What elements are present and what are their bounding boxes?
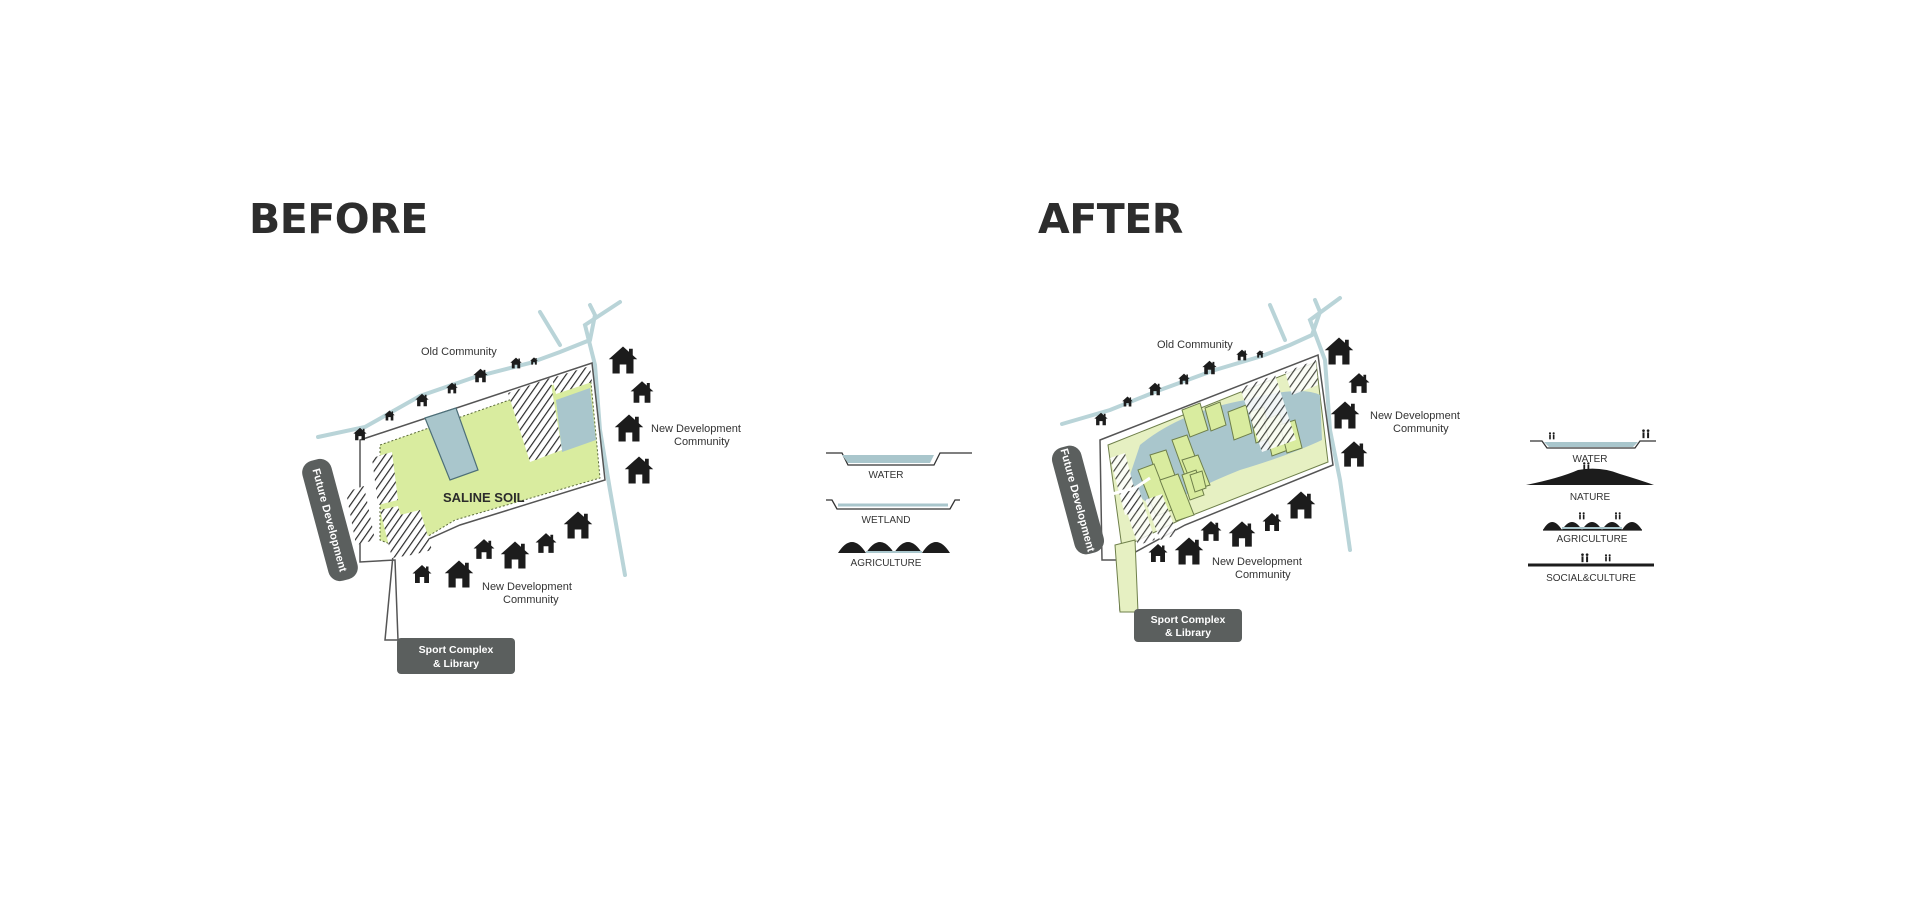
old-community-label: Old Community	[421, 346, 497, 358]
after-map: Old Community New Development Community …	[1051, 296, 1460, 642]
roads	[316, 300, 627, 577]
house-icon	[535, 533, 557, 553]
sport-complex-label: & Library	[433, 658, 479, 670]
house-icon	[1330, 401, 1360, 429]
agriculture-hatch	[1240, 375, 1296, 452]
sport-complex-label: Sport Complex	[419, 644, 494, 656]
house-icon	[1340, 441, 1368, 467]
before-heading: BEFORE	[249, 195, 428, 243]
agriculture-hatch	[400, 510, 432, 555]
before-map: Old Community New Development Community …	[302, 300, 741, 674]
legend-nature-label: NATURE	[1570, 492, 1611, 503]
people-icon	[1578, 512, 1585, 520]
house-icon	[563, 511, 593, 539]
house-icon	[444, 560, 474, 588]
legend-water-label: WATER	[869, 470, 904, 481]
house-icon	[1324, 337, 1354, 365]
house-icon	[1286, 491, 1316, 519]
legend-agriculture-label: AGRICULTURE	[851, 558, 922, 569]
legend-wetland-label: WETLAND	[862, 515, 911, 526]
new-development-east-label: Community	[674, 436, 730, 448]
house-icon	[1348, 373, 1370, 393]
future-development-badge: Future Development	[1051, 445, 1105, 555]
before-legend: WATER WETLAND AGRICULTURE	[826, 452, 972, 569]
legend-water-label: WATER	[1573, 454, 1608, 465]
house-icon	[473, 539, 495, 559]
people-icon	[1614, 512, 1621, 520]
agriculture-hatch	[380, 506, 412, 558]
new-development-south-label: Community	[1235, 569, 1291, 581]
pond	[556, 388, 596, 452]
new-development-east-label: Community	[1393, 423, 1449, 435]
people-icon	[1642, 429, 1650, 439]
sport-complex-label: Sport Complex	[1151, 614, 1226, 626]
agriculture-hatch	[552, 366, 592, 394]
legend-agriculture-label: AGRICULTURE	[1557, 534, 1628, 545]
sport-complex-badge: Sport Complex & Library	[397, 638, 515, 674]
house-icon	[1200, 521, 1222, 541]
saline-soil-label: SALINE SOIL	[443, 490, 525, 505]
new-development-east-label: New Development	[651, 423, 741, 435]
sport-complex-badge: Sport Complex & Library	[1134, 609, 1242, 642]
house-icon	[1148, 544, 1168, 562]
agriculture-hatch	[346, 486, 375, 545]
agriculture-hatch	[1120, 486, 1155, 545]
water-basin	[424, 407, 479, 481]
new-development-east-label: New Development	[1370, 410, 1460, 422]
house-icon	[608, 346, 638, 374]
house-icon	[1174, 537, 1204, 565]
sport-complex-label: & Library	[1165, 627, 1211, 639]
agriculture-hatch	[1285, 360, 1318, 395]
new-development-south-label: Community	[503, 594, 559, 606]
legend-social-culture-label: SOCIAL&CULTURE	[1546, 573, 1636, 584]
after-heading: AFTER	[1038, 195, 1183, 243]
house-icon	[500, 541, 530, 569]
old-community-label: Old Community	[1157, 339, 1233, 351]
people-icon	[1548, 432, 1555, 440]
agriculture-hatch	[372, 452, 398, 505]
after-legend: WATER NATURE AGRICULTURE SOCIAL&CULTURE	[1526, 429, 1656, 584]
new-development-south-label: New Development	[482, 581, 572, 593]
house-icon	[473, 368, 488, 383]
house-icon	[624, 456, 654, 484]
house-icon	[1262, 513, 1282, 531]
house-icon	[630, 381, 654, 403]
house-icon	[412, 565, 432, 583]
people-icon	[1581, 553, 1589, 563]
green-corridor	[1114, 539, 1139, 613]
house-icon	[614, 414, 644, 442]
agriculture-hatch	[508, 378, 562, 462]
agriculture-hatch	[1145, 494, 1178, 540]
people-icon	[1604, 554, 1611, 562]
house-icon	[1236, 349, 1248, 361]
house-icon	[1228, 521, 1256, 547]
new-development-south-label: New Development	[1212, 556, 1302, 568]
